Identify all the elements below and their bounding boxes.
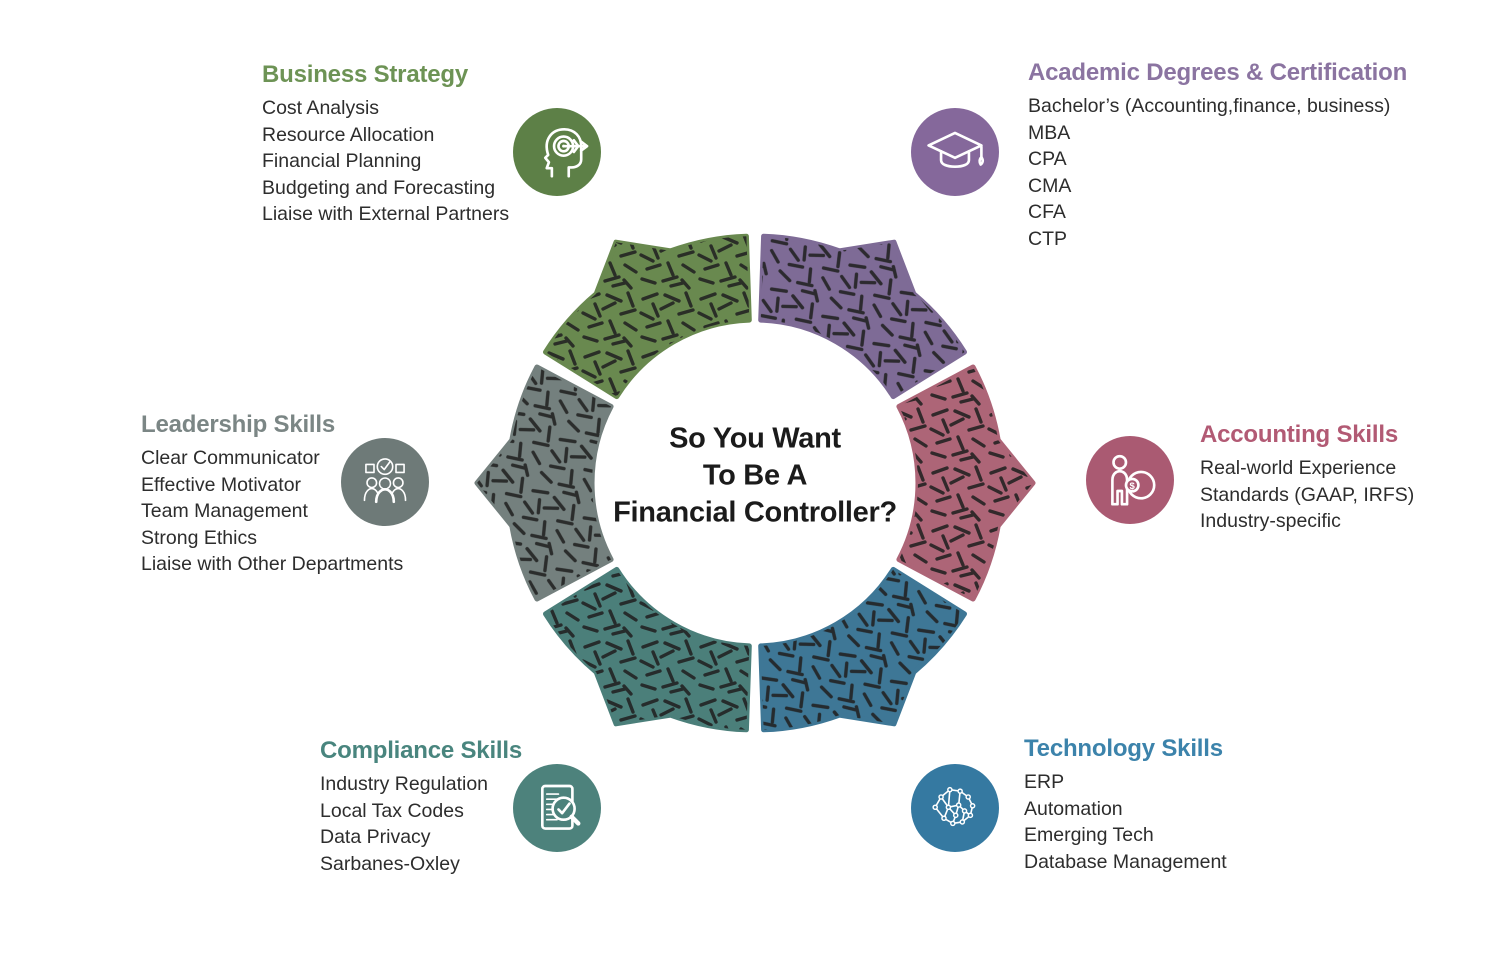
list-item: Financial Planning [262,150,422,172]
section-title: Accounting Skills [1200,421,1398,448]
list-item: ERP [1024,771,1065,793]
section-academic-degrees: Academic Degrees & Certification Bachelo… [1028,58,1407,252]
head-target-icon [543,127,589,178]
list-item: CFA [1028,201,1066,223]
technology-skills-icon-badge [911,764,999,852]
list-item: Standards (GAAP, IRFS) [1200,483,1415,506]
center-title-line: To Be A [702,459,808,492]
list-item: Cost Analysis [262,97,380,119]
list-item: Team Management [141,500,308,522]
section-title: Academic Degrees & Certification [1028,59,1408,86]
section-compliance-skills: Compliance Skills Industry Regulation Lo… [320,736,522,877]
list-item: CPA [1028,148,1067,170]
ring-segment-texture-academic-degrees-certification [760,236,965,397]
list-item: Real-world Experience [1200,457,1397,479]
compliance-skills-icon-badge [513,764,601,852]
svg-text:$: $ [1130,481,1136,492]
section-title: Leadership Skills [141,411,336,438]
list-item: Automation [1024,797,1123,820]
academic-degrees-icon-badge [911,108,999,196]
list-item: Effective Motivator [141,473,302,496]
ring-segment-texture-technology-skills [760,569,965,730]
accounting-skills-icon-badge: $ [1086,436,1174,524]
list-item: Industry-specific [1200,510,1341,532]
center-title: So You Want To Be A Financial Controller… [575,421,935,532]
center-title-line: Financial Controller? [613,496,897,529]
list-item: Emerging Tech [1024,824,1154,846]
section-title: Technology Skills [1024,735,1223,762]
ring-segment-texture-compliance-skills [545,569,750,730]
leadership-skills-icon-badge [341,438,429,526]
center-title-line: So You Want [669,422,841,455]
graduation-cap-icon [927,131,985,168]
list-item: CTP [1028,227,1067,250]
list-item: Clear Communicator [141,447,320,469]
brain-network-icon [932,786,976,827]
ring-segment-texture-business-strategy [545,236,750,397]
list-item: Database Management [1024,850,1227,873]
ring-segment-texture-accounting-skills [898,367,1033,599]
document-magnifier-icon [541,784,581,830]
list-item: Data Privacy [320,826,431,848]
list-item: CMA [1028,174,1072,197]
list-item: Industry Regulation [320,773,489,795]
list-item: Strong Ethics [141,526,257,549]
list-item: Resource Allocation [262,123,435,146]
section-business-strategy: Business Strategy Cost Analysis Resource… [262,60,509,228]
list-item: Liaise with External Partners [262,203,510,225]
list-item: Sarbanes-Oxley [320,852,460,875]
business-strategy-icon-badge [513,108,601,196]
section-technology-skills: Technology Skills ERP Automation Emergin… [1024,734,1227,875]
list-item: Budgeting and Forecasting [262,176,496,199]
list-item: MBA [1028,121,1071,144]
section-leadership-skills: Leadership Skills Clear Communicator Eff… [141,410,403,578]
ring-segment-texture-leadership-skills [477,367,612,599]
section-accounting-skills: Accounting Skills Real-world Experience … [1200,420,1414,535]
team-check-icon [363,458,407,504]
list-item: Bachelor’s (Accounting,finance, business… [1028,95,1391,117]
person-dollar-icon: $ [1111,454,1156,506]
section-title: Compliance Skills [320,737,523,764]
section-title: Business Strategy [262,61,469,88]
list-item: Liaise with Other Departments [141,553,404,575]
list-item: Local Tax Codes [320,799,464,822]
